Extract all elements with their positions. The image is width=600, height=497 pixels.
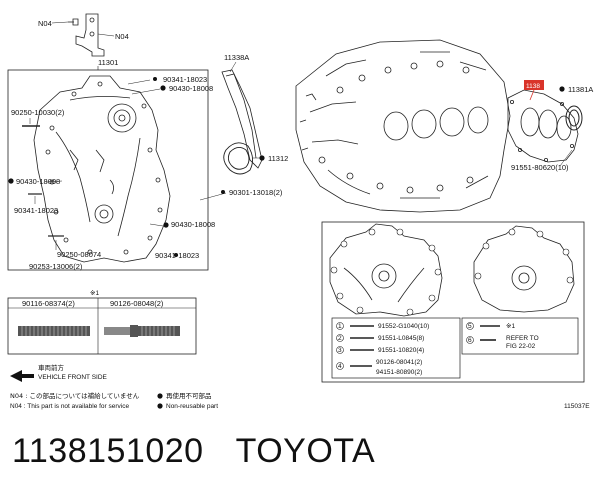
- legend-row-part: 90126-08041(2): [376, 359, 422, 366]
- callout-91551-80620: 91551-80620(10): [511, 163, 569, 172]
- timing-cover: [33, 75, 171, 263]
- legend-row-num: 2: [338, 335, 342, 342]
- legend-right-num: 6: [468, 337, 472, 344]
- detail-right-markers: [474, 228, 574, 284]
- legend-row-num: 4: [338, 363, 342, 370]
- nonreusable-dot-icon: [157, 393, 163, 399]
- callout-90341-18023-a: 90341-18023: [163, 75, 207, 84]
- rear-seal-retainer: [507, 89, 579, 163]
- callout-90250-08074: 90250-08074: [57, 250, 101, 259]
- rear-oil-seal-11381a: [565, 105, 583, 131]
- callout-11381a: 11381A: [568, 85, 593, 94]
- detail-left-markers: [330, 228, 442, 316]
- highlight-label: 1138: [526, 83, 540, 90]
- callout-90430-18008-a: 90430-18008: [169, 84, 213, 93]
- legend-row-num: 3: [338, 347, 342, 354]
- callout-90341-18023-c: 90341-18023: [155, 251, 199, 260]
- engine-block: [295, 39, 511, 213]
- callout-90430-18008-c: 90430-18008: [171, 220, 215, 229]
- legend-right-text: ※1: [506, 323, 515, 330]
- direction-jp: 車両前方: [38, 363, 65, 372]
- callout-90341-18023-b: 90341-18023: [14, 206, 58, 215]
- legend-rows: 1 91552-G1040(10) 2 91551-L0845(8) 3 915…: [336, 322, 429, 376]
- legend-row-part: 91552-G1040(10): [378, 323, 429, 330]
- legend-row-part: 91551-10820(4): [378, 347, 424, 354]
- legend-row-num: 1: [338, 323, 342, 330]
- direction-en: VEHICLE FRONT SIDE: [38, 374, 108, 381]
- bolt-left-icon: [18, 326, 90, 336]
- callout-11312: 11312: [268, 154, 288, 163]
- callout-90301-13018: 90301-13018(2): [229, 188, 283, 197]
- legend-right-text: FIG 22-02: [506, 343, 536, 350]
- nonreusable-dot-icon: [157, 403, 163, 409]
- n04-note-en: N04 : This part is not available for ser…: [10, 403, 129, 410]
- callout-11338a: 11338A: [224, 53, 249, 62]
- legend-row-part: 94151-80890(2): [376, 369, 422, 376]
- bolt-table: ※1 90116-08374(2) 90126-08048(2): [7, 290, 197, 355]
- seal-11312: [223, 142, 253, 175]
- callout-n04-right: N04: [115, 32, 129, 41]
- highlight-box: [524, 80, 544, 90]
- part-title: 1138151020 TOYOTA: [12, 432, 375, 471]
- bracket-n04: [68, 13, 105, 57]
- footer-notes: 車両前方 VEHICLE FRONT SIDE N04 : この部品については補…: [10, 363, 590, 410]
- nonreusable-en: Non-reusable part: [166, 403, 218, 410]
- left-panel-frame: [7, 69, 209, 271]
- gasket-11338a: [221, 69, 263, 169]
- brand-name: TOYOTA: [235, 432, 376, 470]
- part-number: 1138151020: [12, 432, 204, 470]
- callout-90250-10030: 90250-10030(2): [11, 108, 65, 117]
- callout-90253-13006: 90253-13006(2): [29, 262, 83, 271]
- nonreusable-jp: 再使用不可部品: [166, 391, 212, 400]
- callout-11301: 11301: [98, 58, 118, 67]
- callout-n04-top: N04: [38, 19, 52, 28]
- detail-box: 1 91552-G1040(10) 2 91551-L0845(8) 3 915…: [321, 221, 585, 383]
- legend-row-part: 91551-L0845(8): [378, 335, 424, 342]
- callout-90430-18008-b: 90430-18008: [16, 177, 60, 186]
- bolt-left-part: 90116-08374(2): [22, 299, 75, 308]
- legend-right-rows: 5 ※1 6 REFER TO FIG 22-02: [466, 322, 539, 350]
- bolt-table-note-mark: ※1: [90, 290, 99, 297]
- legend-right-num: 5: [468, 323, 472, 330]
- arrow-left-icon: [10, 370, 34, 382]
- parts-diagram: N04 N04 11301 90341-18023 90430-18008 90…: [7, 13, 593, 410]
- n04-note-jp: N04 : この部品については補給していません: [10, 391, 140, 400]
- diagram-code: 115037E: [564, 403, 590, 410]
- bolt-right-part: 90126-08048(2): [110, 299, 164, 308]
- bolt-right-icon: [104, 325, 180, 337]
- legend-right-text: REFER TO: [506, 335, 539, 342]
